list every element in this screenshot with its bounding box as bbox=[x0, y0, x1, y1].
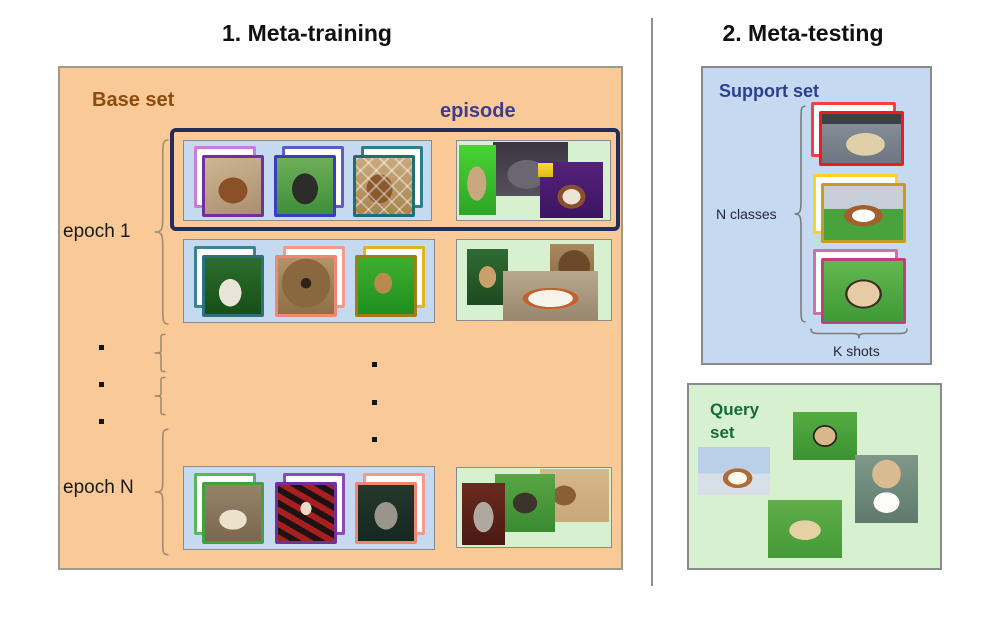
image-stack bbox=[274, 146, 344, 217]
dog-photo bbox=[698, 447, 770, 495]
image-stack bbox=[813, 174, 907, 243]
dog-photo bbox=[358, 258, 414, 314]
dog-photo bbox=[768, 500, 842, 558]
dog-photo bbox=[467, 249, 508, 305]
image-stack bbox=[355, 473, 425, 544]
dog-photo bbox=[459, 145, 496, 215]
ellipsis-dot bbox=[372, 437, 377, 442]
epochN-brace bbox=[154, 428, 169, 556]
ellipsis-dot bbox=[99, 345, 104, 350]
n-classes-brace bbox=[794, 104, 806, 324]
k-shots-label: K shots bbox=[833, 343, 880, 359]
dog-photo bbox=[503, 271, 598, 321]
ellipsis-dot bbox=[372, 362, 377, 367]
ellipsis-dot bbox=[99, 382, 104, 387]
dog-photo bbox=[277, 158, 333, 214]
class-card bbox=[202, 155, 264, 217]
image-stack bbox=[811, 102, 905, 166]
ellipsis-dot bbox=[372, 400, 377, 405]
episode2-support-box bbox=[183, 239, 435, 323]
query-set-label: Query set bbox=[710, 400, 760, 442]
image-stack bbox=[813, 249, 907, 324]
section-divider bbox=[651, 18, 653, 586]
image-stack bbox=[194, 473, 264, 544]
dog-photo bbox=[538, 163, 553, 177]
class-card bbox=[355, 255, 417, 317]
class-card bbox=[202, 482, 264, 544]
epoch1-label: epoch 1 bbox=[63, 221, 131, 242]
dog-photo bbox=[824, 261, 903, 321]
episode1-support-box bbox=[183, 140, 432, 221]
dog-photo bbox=[855, 455, 918, 523]
class-card bbox=[355, 482, 417, 544]
k-shots-brace bbox=[810, 328, 908, 339]
image-stack bbox=[194, 146, 264, 217]
dog-photo bbox=[462, 483, 505, 545]
dog-photo bbox=[205, 485, 261, 541]
dog-photo bbox=[278, 258, 334, 314]
meta-training-title: 1. Meta-training bbox=[222, 20, 392, 46]
hidden-epoch-brace bbox=[154, 334, 166, 372]
support-set-label: Support set bbox=[719, 81, 820, 101]
dog-photo bbox=[822, 114, 901, 163]
class-card bbox=[821, 183, 906, 243]
hidden-epoch-brace bbox=[154, 377, 166, 415]
dog-photo bbox=[358, 485, 414, 541]
epoch1-brace bbox=[154, 138, 169, 326]
image-stack bbox=[194, 246, 264, 317]
class-card bbox=[821, 258, 906, 324]
class-card bbox=[275, 482, 337, 544]
image-stack bbox=[353, 146, 423, 217]
n-classes-label: N classes bbox=[716, 206, 777, 222]
dog-photo bbox=[205, 158, 261, 214]
image-stack bbox=[275, 473, 345, 544]
epochN-label: epoch N bbox=[63, 477, 134, 498]
class-card bbox=[275, 255, 337, 317]
dog-photo bbox=[824, 186, 903, 240]
episode-label: episode bbox=[440, 100, 516, 122]
dog-photo bbox=[793, 412, 857, 460]
class-card bbox=[353, 155, 415, 217]
dog-photo bbox=[278, 485, 334, 541]
dog-photo bbox=[495, 474, 555, 532]
class-card bbox=[274, 155, 336, 217]
image-stack bbox=[355, 246, 425, 317]
class-card bbox=[202, 255, 264, 317]
dog-photo bbox=[205, 258, 261, 314]
image-stack bbox=[275, 246, 345, 317]
episodeN-support-box bbox=[183, 466, 435, 550]
episode-frame bbox=[170, 128, 620, 231]
class-card bbox=[819, 111, 904, 166]
base-set-label: Base set bbox=[92, 89, 175, 111]
meta-testing-title: 2. Meta-testing bbox=[722, 20, 884, 46]
dog-photo bbox=[356, 158, 412, 214]
ellipsis-dot bbox=[99, 419, 104, 424]
